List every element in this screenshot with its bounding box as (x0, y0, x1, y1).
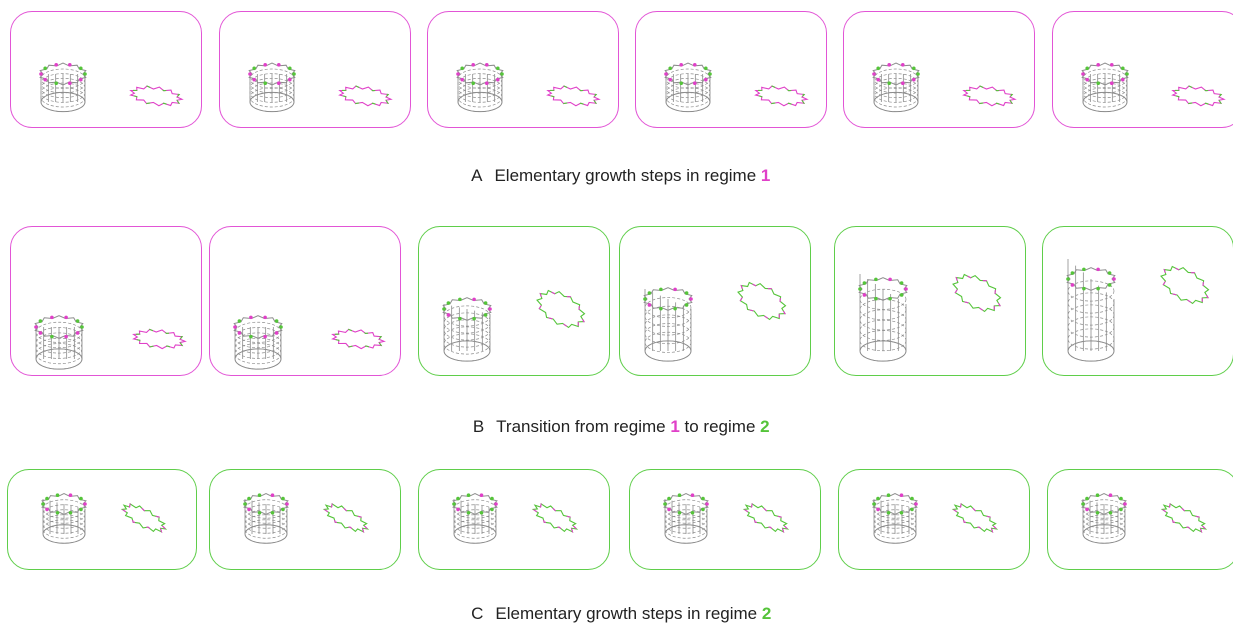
caption-c: C Elementary growth steps in regime 2 (0, 584, 1233, 624)
illustration (664, 62, 809, 113)
panel-b4 (619, 226, 811, 376)
panel-a6 (1052, 11, 1233, 128)
caption-b: B Transition from regime 1 to regime 2 (0, 397, 1233, 437)
illustration (643, 281, 787, 362)
caption-a-label: A (471, 166, 483, 185)
panel-c2 (209, 469, 401, 570)
panel-a2 (219, 11, 411, 128)
illustration (34, 315, 187, 370)
illustration (452, 493, 579, 544)
panel-a1 (10, 11, 202, 128)
illustration (1081, 62, 1226, 113)
illustration (248, 62, 393, 113)
panel-a4 (635, 11, 827, 128)
caption-b-text-mid: to regime (684, 417, 756, 436)
illustration (872, 493, 999, 544)
panel-c6 (1047, 469, 1233, 570)
caption-a-regime-number: 1 (760, 166, 771, 185)
caption-a-text: Elementary growth steps in regime (494, 166, 757, 185)
panel-b5 (834, 226, 1026, 376)
illustration (243, 493, 370, 544)
caption-b-regime-number-2: 2 (760, 417, 770, 436)
panel-b2 (209, 226, 401, 376)
illustration (41, 493, 168, 544)
illustration (1066, 259, 1210, 362)
panel-a5 (843, 11, 1035, 128)
illustration (663, 493, 790, 544)
panel-c1 (7, 469, 197, 570)
panel-c3 (418, 469, 610, 570)
illustration (872, 62, 1017, 113)
illustration (39, 62, 184, 113)
panel-b6 (1042, 226, 1233, 376)
caption-a: A Elementary growth steps in regime 1 (0, 146, 1233, 186)
caption-b-regime-number-1: 1 (670, 417, 680, 436)
illustration (442, 289, 586, 362)
caption-c-label: C (471, 604, 484, 623)
illustration (1081, 493, 1208, 544)
illustration (858, 273, 1002, 362)
panel-c5 (838, 469, 1030, 570)
caption-c-regime-number: 2 (761, 604, 772, 623)
illustration (233, 315, 386, 370)
caption-b-label: B (472, 417, 485, 436)
caption-c-text: Elementary growth steps in regime (495, 604, 758, 623)
panel-c4 (629, 469, 821, 570)
panel-a3 (427, 11, 619, 128)
illustration (456, 62, 601, 113)
caption-b-text: Transition from regime (496, 417, 666, 436)
panel-b1 (10, 226, 202, 376)
panel-b3 (418, 226, 610, 376)
